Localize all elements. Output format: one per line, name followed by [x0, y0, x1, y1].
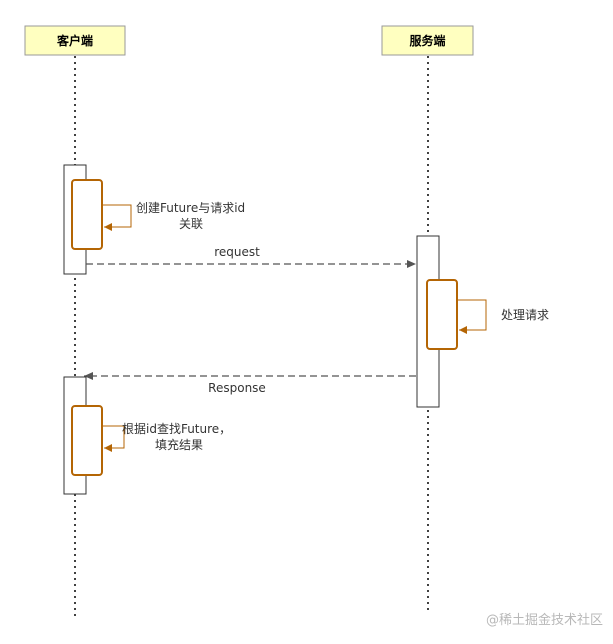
client-note-2-line2: 填充结果: [155, 437, 203, 452]
client-actor[interactable]: 客户端: [24, 25, 126, 56]
client-note-2-line1: 根据id查找Future，: [122, 422, 231, 436]
client-self-activation-1: [71, 179, 103, 250]
watermark: @稀土掘金技术社区: [486, 612, 603, 628]
request-label: request: [214, 245, 260, 259]
client-note-1-line2: 关联: [179, 217, 203, 231]
client-self-activation-2: [71, 405, 103, 476]
client-actor-label: 客户端: [56, 33, 93, 48]
client-note-1-line1: 创建Future与请求id: [136, 201, 245, 215]
client-self-call-2: [102, 425, 125, 452]
server-self-call: [457, 299, 487, 334]
server-actor-label: 服务端: [409, 33, 445, 48]
client-self-call-1: [102, 204, 132, 231]
response-label: Response: [208, 381, 266, 395]
server-note: 处理请求: [501, 308, 549, 322]
server-self-activation: [426, 279, 458, 350]
server-actor[interactable]: 服务端: [381, 25, 474, 56]
